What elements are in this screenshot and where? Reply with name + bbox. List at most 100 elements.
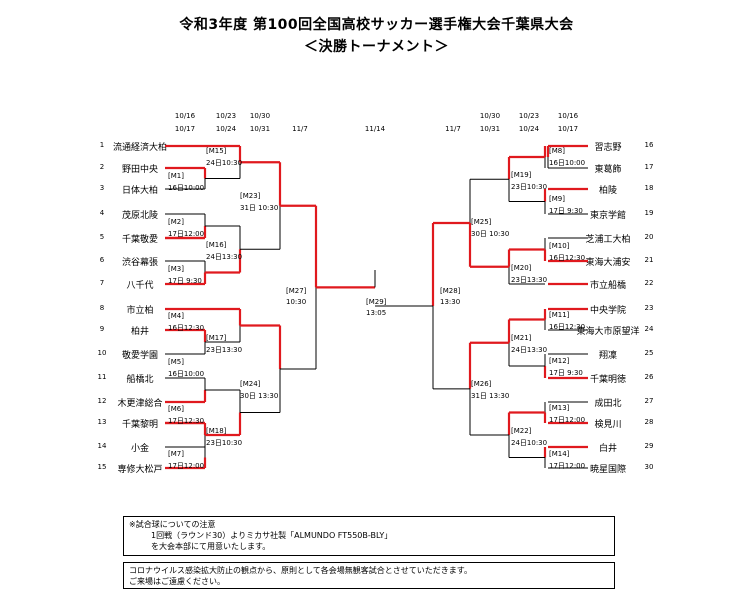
seed-number: 1 bbox=[99, 141, 105, 149]
seed-number: 26 bbox=[644, 373, 654, 381]
match-time: 30日 10:30 bbox=[471, 230, 510, 238]
match-time: 23日10:30 bbox=[206, 439, 243, 447]
team-name: 柏井 bbox=[130, 327, 149, 337]
seed-number: 9 bbox=[99, 325, 105, 333]
seed-number: 24 bbox=[644, 325, 654, 333]
match-id: [M2] bbox=[168, 218, 184, 226]
team-name: 渋谷幕張 bbox=[121, 258, 158, 268]
match-id: [M23] bbox=[240, 192, 261, 200]
seed-number: 2 bbox=[99, 163, 105, 171]
seed-number: 27 bbox=[644, 397, 654, 405]
team-name: 専修大松戸 bbox=[117, 465, 163, 475]
match-time: 17日12:00 bbox=[168, 230, 205, 238]
seed-number: 11 bbox=[97, 373, 107, 381]
match-id: [M19] bbox=[511, 171, 532, 179]
seed-number: 20 bbox=[644, 233, 654, 241]
match-id: [M1] bbox=[168, 172, 184, 180]
match-time: 16日10:00 bbox=[168, 370, 205, 378]
date-label: 10/16 bbox=[174, 112, 196, 120]
seed-number: 15 bbox=[97, 463, 107, 471]
match-id: [M29] bbox=[366, 298, 387, 306]
match-time: 17日12:00 bbox=[168, 462, 205, 470]
date-label: 10/31 bbox=[249, 125, 271, 133]
seed-number: 3 bbox=[99, 184, 105, 192]
match-time: 23日10:30 bbox=[511, 183, 548, 191]
match-id: [M22] bbox=[511, 427, 532, 435]
match-time: 16日10:00 bbox=[549, 159, 586, 167]
covid-notice-box: コロナウイルス感染拡大防止の観点から、原則として各会場無観客試合とさせていただき… bbox=[123, 562, 615, 589]
match-id: [M18] bbox=[206, 427, 227, 435]
team-name: 東京学館 bbox=[589, 211, 626, 221]
match-id: [M5] bbox=[168, 358, 184, 366]
match-id: [M11] bbox=[549, 311, 570, 319]
ball-notice-box: ※試合球についての注意 1回戦（ラウンド30）よりミカサ社製「ALMUNDO F… bbox=[123, 516, 615, 556]
match-time: 30日 13:30 bbox=[240, 392, 279, 400]
seed-number: 6 bbox=[99, 256, 105, 264]
match-time: 24日13:30 bbox=[206, 253, 243, 261]
seed-number: 21 bbox=[644, 256, 654, 264]
match-id: [M17] bbox=[206, 334, 227, 342]
match-time: 16日12:30 bbox=[549, 254, 586, 262]
seed-number: 10 bbox=[97, 349, 107, 357]
date-label: 10/30 bbox=[479, 112, 501, 120]
match-id: [M27] bbox=[286, 287, 307, 295]
seed-number: 23 bbox=[644, 304, 654, 312]
date-label: 10/23 bbox=[215, 112, 237, 120]
match-id: [M10] bbox=[549, 242, 570, 250]
team-name: 船橋北 bbox=[126, 375, 154, 385]
seed-number: 4 bbox=[99, 209, 105, 217]
seed-number: 17 bbox=[644, 163, 654, 171]
date-label: 10/17 bbox=[174, 125, 196, 133]
team-name: 東海大浦安 bbox=[585, 258, 631, 268]
match-id: [M6] bbox=[168, 405, 184, 413]
date-label: 10/17 bbox=[557, 125, 579, 133]
match-time: 31日 13:30 bbox=[471, 392, 510, 400]
page-title: 令和3年度 第100回全国高校サッカー選手権大会千葉県大会 bbox=[179, 17, 574, 33]
match-id: [M25] bbox=[471, 218, 492, 226]
team-name: 千葉敬愛 bbox=[121, 235, 158, 245]
date-label: 10/31 bbox=[479, 125, 501, 133]
team-name: 翔凜 bbox=[598, 351, 617, 361]
match-time: 24日10:30 bbox=[206, 159, 243, 167]
seed-number: 22 bbox=[644, 279, 654, 287]
team-name: 流通経済大柏 bbox=[112, 143, 167, 153]
match-time: 23日13:30 bbox=[511, 276, 548, 284]
seed-number: 13 bbox=[97, 418, 107, 426]
match-time: 31日 10:30 bbox=[240, 204, 279, 212]
team-name: 茂原北陵 bbox=[121, 211, 158, 221]
match-time: 16日12:30 bbox=[549, 323, 586, 331]
match-id: [M3] bbox=[168, 265, 184, 273]
team-name: 千葉黎明 bbox=[121, 420, 158, 430]
date-label: 10/24 bbox=[518, 125, 540, 133]
match-time: 16日10:00 bbox=[168, 184, 205, 192]
ball-notice-line-1: ※試合球についての注意 bbox=[129, 520, 216, 529]
match-id: [M21] bbox=[511, 334, 532, 342]
team-name: 日体大柏 bbox=[121, 186, 158, 196]
seed-number: 8 bbox=[99, 304, 105, 312]
date-label: 10/23 bbox=[518, 112, 540, 120]
team-name: 市立柏 bbox=[126, 306, 154, 316]
match-id: [M9] bbox=[549, 195, 565, 203]
seed-number: 16 bbox=[644, 141, 654, 149]
team-name: 芝浦工大柏 bbox=[585, 235, 631, 245]
team-name: 市立船橋 bbox=[589, 281, 626, 291]
match-id: [M16] bbox=[206, 241, 227, 249]
match-id: [M7] bbox=[168, 450, 184, 458]
seed-number: 30 bbox=[644, 463, 654, 471]
match-time: 24日13:30 bbox=[511, 346, 548, 354]
final-date-label: 11/14 bbox=[364, 125, 386, 133]
team-name: 暁星国際 bbox=[589, 465, 626, 475]
match-id: [M26] bbox=[471, 380, 492, 388]
team-name: 中央学院 bbox=[589, 306, 626, 316]
covid-notice-line-1: コロナウイルス感染拡大防止の観点から、原則として各会場無観客試合とさせていただき… bbox=[129, 566, 472, 575]
team-name: 白井 bbox=[598, 444, 617, 454]
date-label: 10/30 bbox=[249, 112, 271, 120]
team-name: 柏陵 bbox=[598, 186, 617, 196]
match-time: 17日 9:30 bbox=[549, 207, 583, 215]
match-time: 17日12:30 bbox=[168, 417, 205, 425]
team-name: 東葛飾 bbox=[594, 165, 622, 175]
match-time: 17日 9:30 bbox=[549, 369, 583, 377]
seed-number: 19 bbox=[644, 209, 654, 217]
seed-number: 25 bbox=[644, 349, 654, 357]
